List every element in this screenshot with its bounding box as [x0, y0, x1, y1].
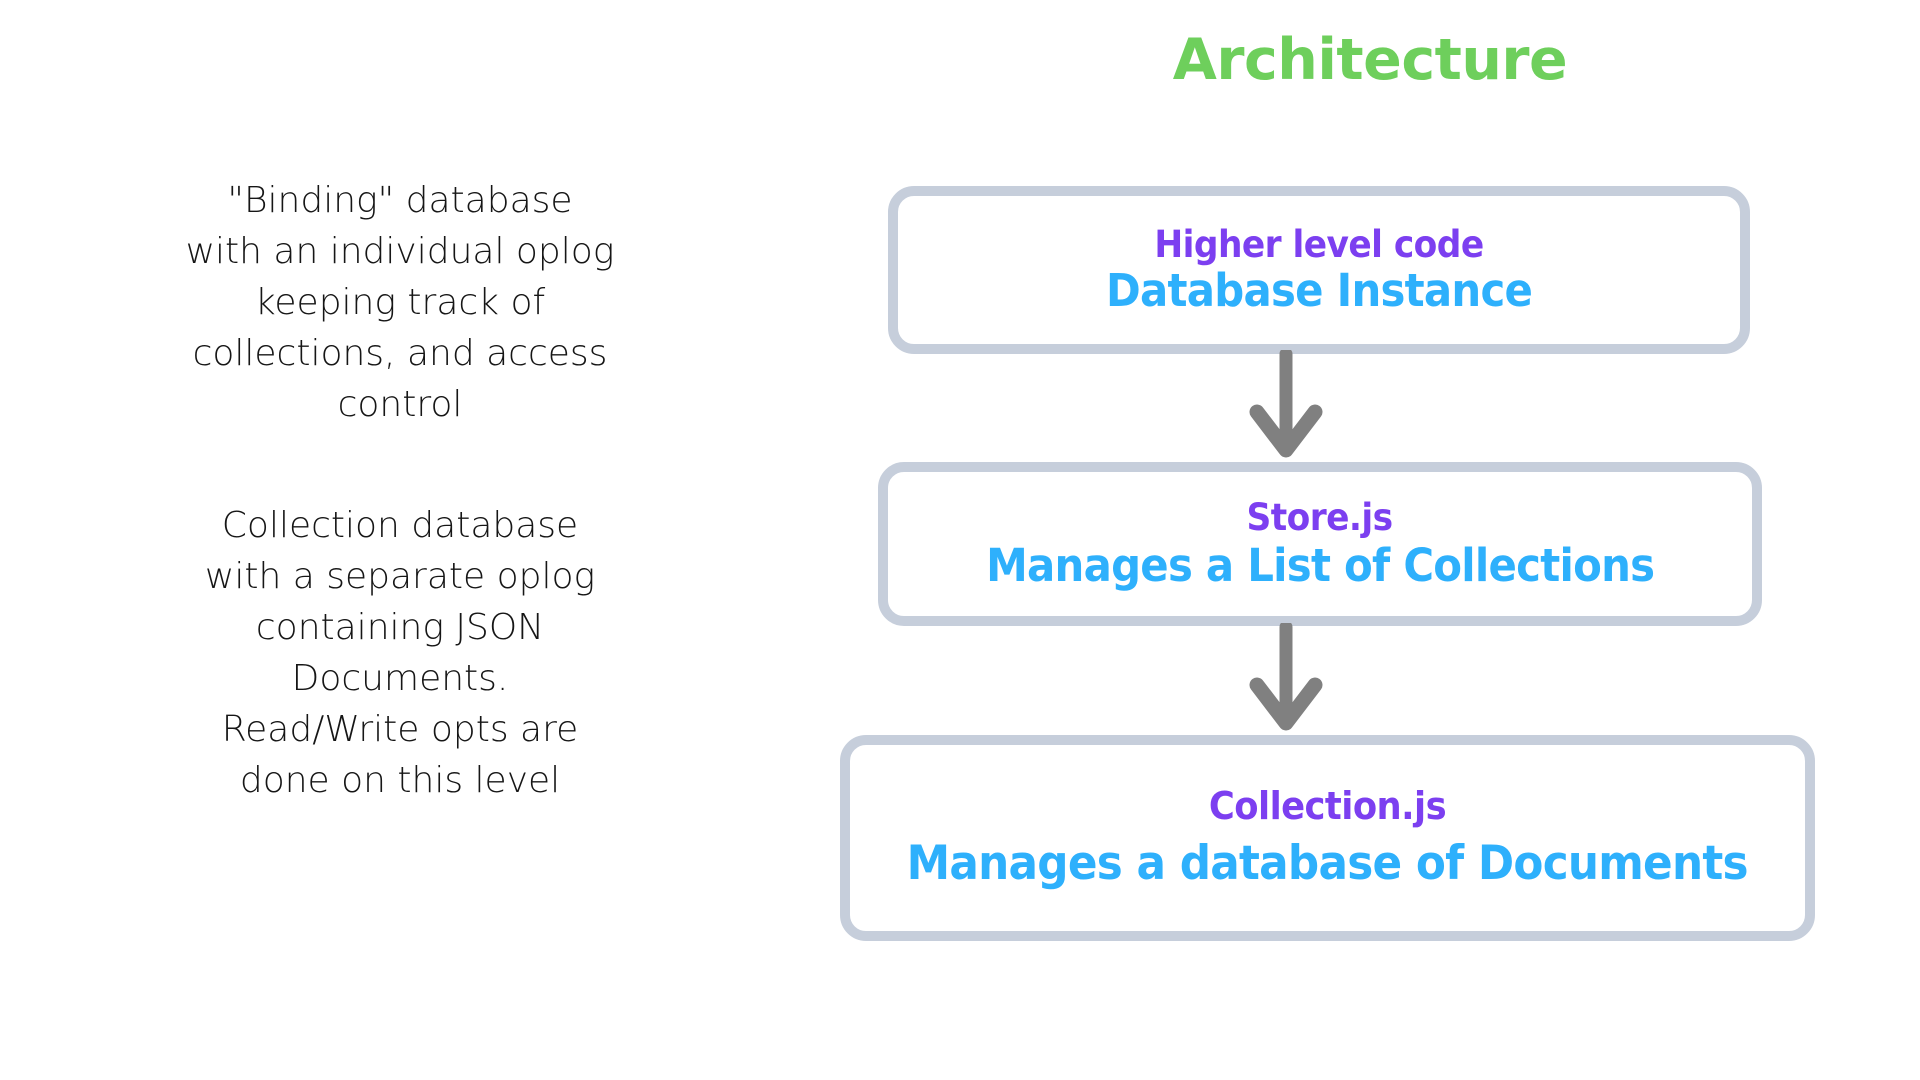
notes-spacer	[120, 430, 680, 500]
arrow-down-icon	[1241, 347, 1331, 462]
flow-node-secondary-label: Manages a database of Documents	[906, 836, 1749, 892]
flow-node-store-js[interactable]: Store.js Manages a List of Collections	[878, 462, 1762, 626]
flow-node-database-instance[interactable]: Higher level code Database Instance	[888, 186, 1750, 354]
notes-column: "Binding" database with an individual op…	[120, 175, 680, 806]
page-title: Architecture	[1172, 27, 1568, 93]
flow-node-primary-label: Store.js	[1246, 495, 1394, 539]
note-paragraph-binding-database: "Binding" database with an individual op…	[185, 180, 615, 425]
flow-node-collection-js[interactable]: Collection.js Manages a database of Docu…	[840, 735, 1815, 941]
flow-node-secondary-label: Database Instance	[1105, 263, 1533, 317]
note-paragraph-collection-database: Collection database with a separate oplo…	[204, 505, 596, 801]
architecture-flow-diagram: Higher level code Database Instance Stor…	[820, 150, 1840, 960]
flow-node-primary-label: Collection.js	[1208, 784, 1447, 829]
arrow-down-icon	[1241, 620, 1331, 735]
flow-node-secondary-label: Manages a List of Collections	[985, 538, 1655, 592]
flow-node-primary-label: Higher level code	[1154, 222, 1484, 266]
